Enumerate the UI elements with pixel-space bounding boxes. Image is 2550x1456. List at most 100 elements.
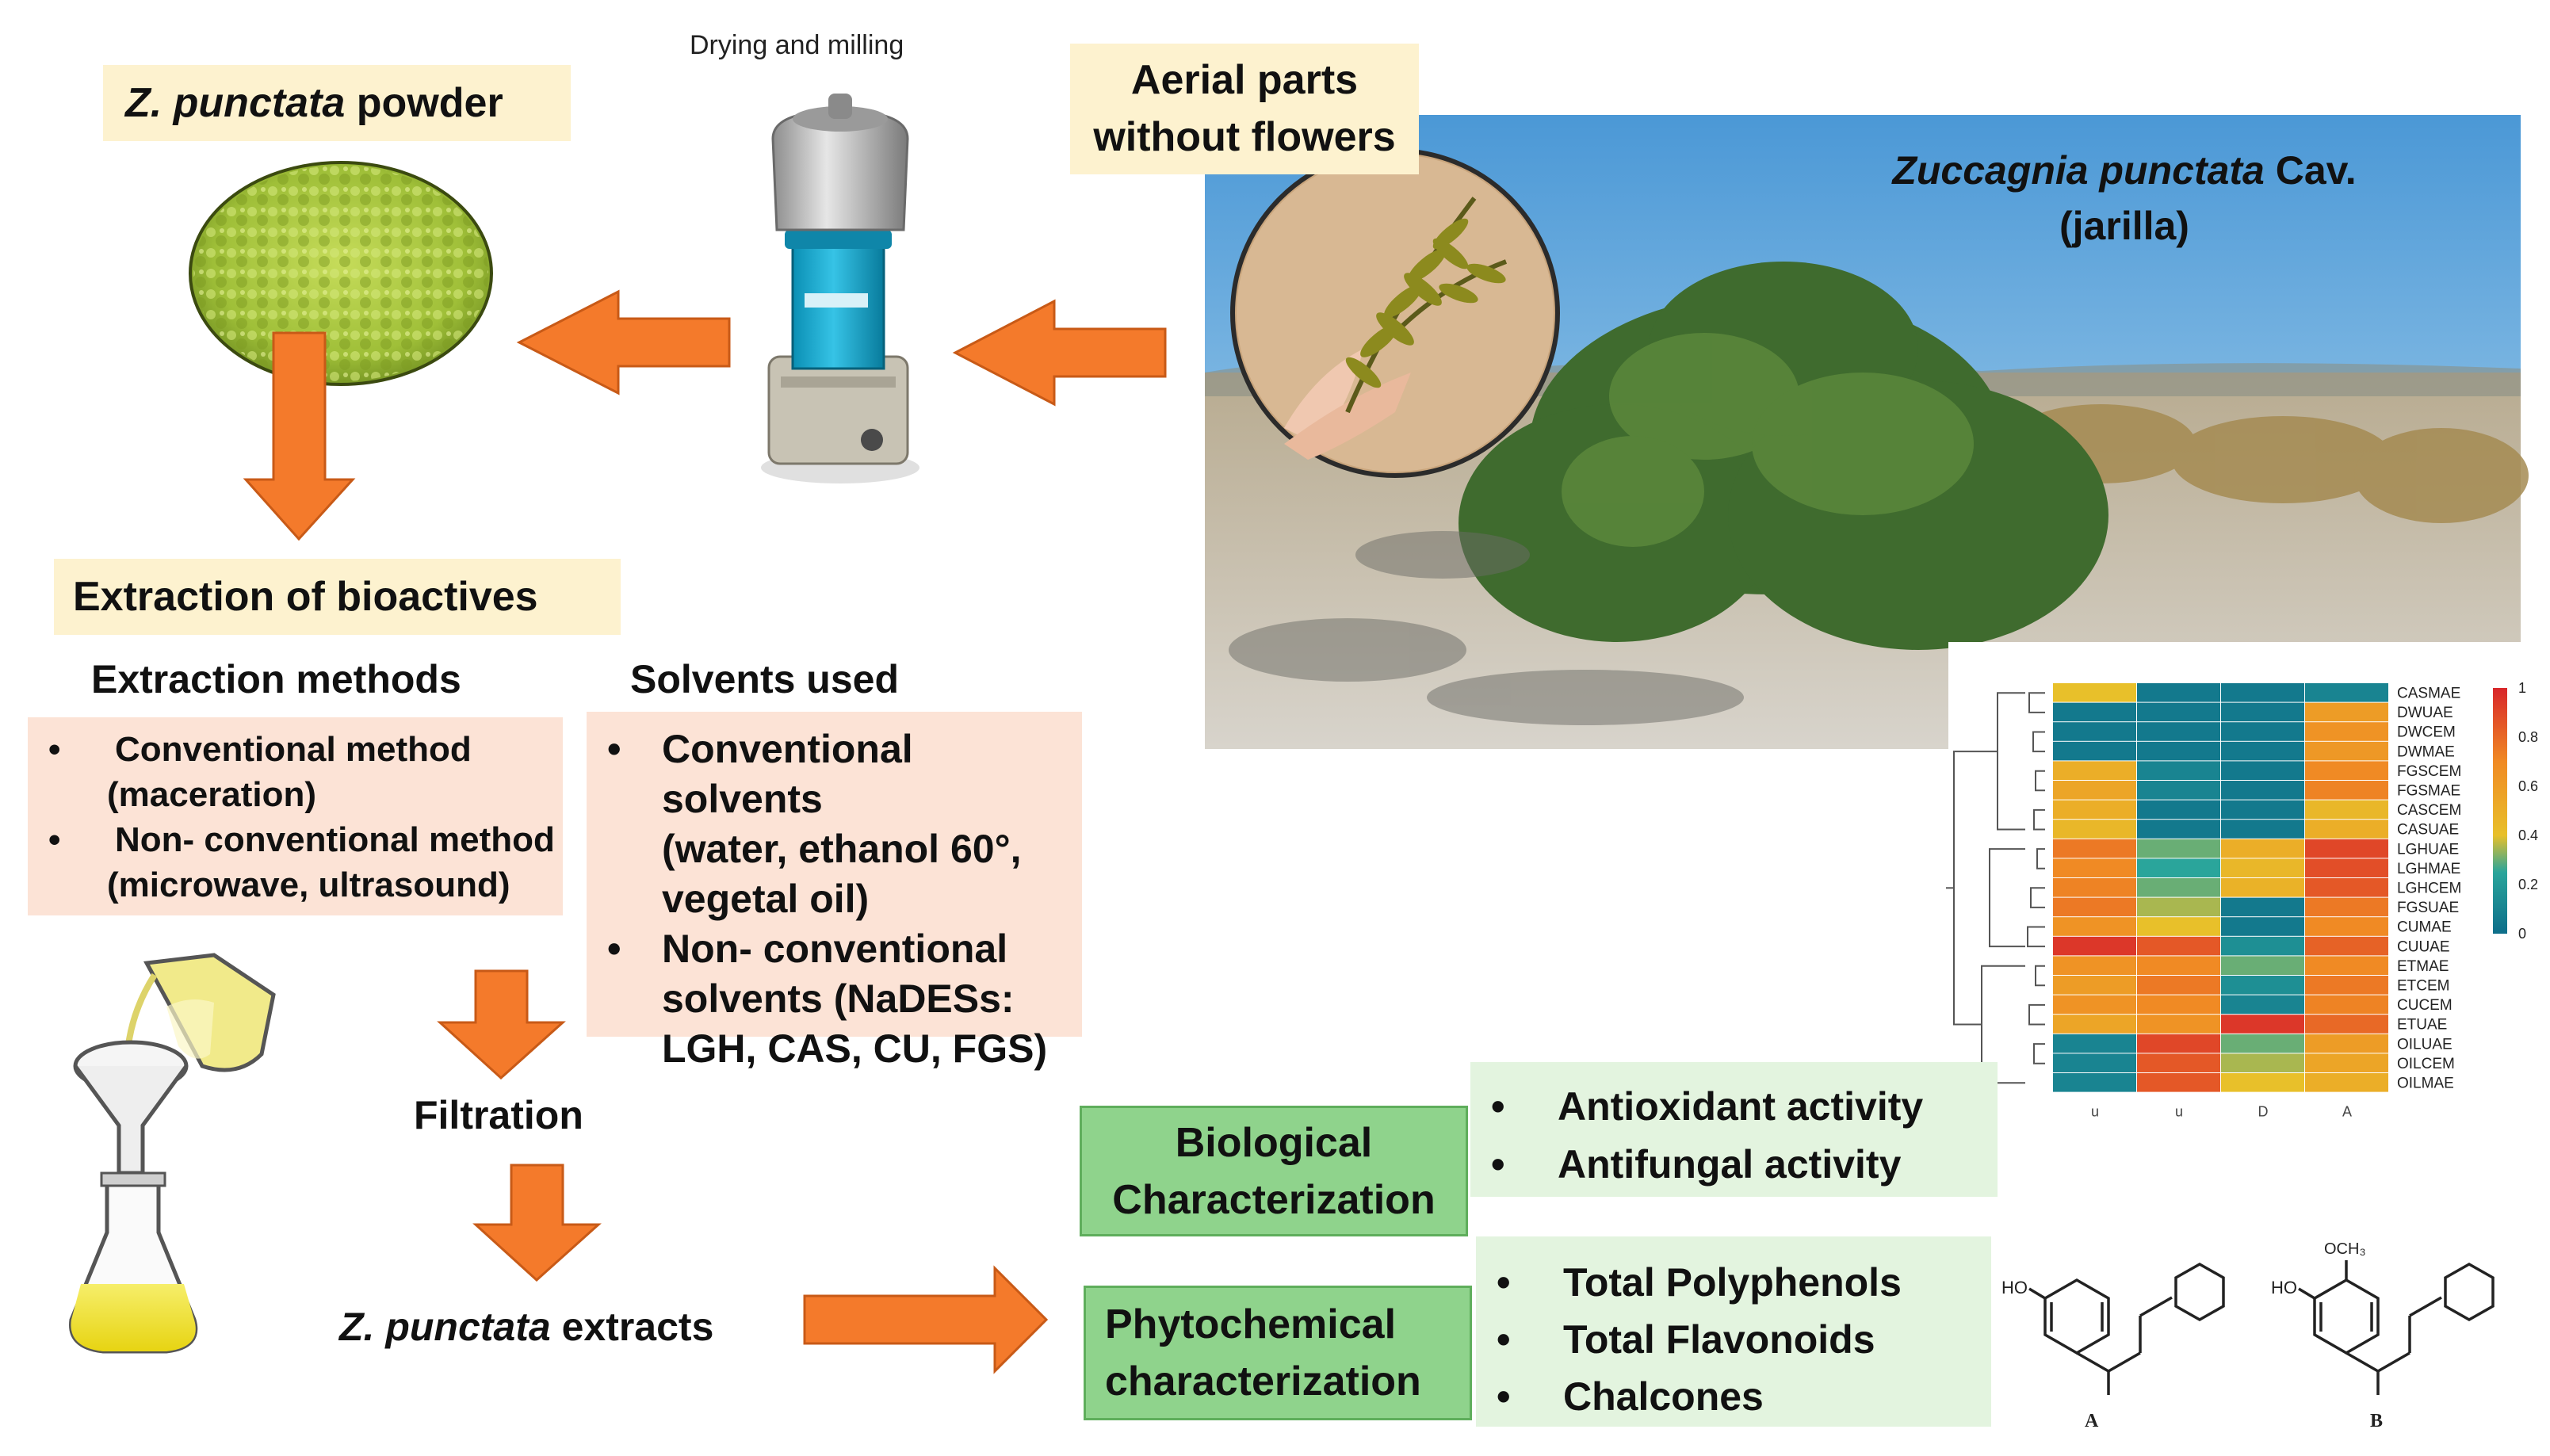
heatmap-row-label: OILCEM [2397, 1056, 2455, 1072]
heatmap-cell [2221, 761, 2304, 780]
heatmap-row-label: CASUAE [2397, 822, 2459, 839]
phyto-item-flavonoids: Total Flavonoids [1476, 1311, 1991, 1368]
heatmap-cell [2053, 800, 2136, 820]
heatmap-row-label: LGHCEM [2397, 880, 2461, 896]
heatmap-column-label: D [2258, 1104, 2269, 1120]
biological-item-antioxidant: Antioxidant activity [1470, 1078, 1998, 1136]
heatmap-cell [2305, 1053, 2388, 1072]
heatmap-cell [2053, 917, 2136, 936]
dendrogram-branch [1997, 692, 2025, 831]
heatmap-cell [2305, 858, 2388, 877]
heatmap-cell [2053, 722, 2136, 741]
heatmap-cell [2221, 1034, 2304, 1053]
aerial-line1: Aerial parts [1130, 57, 1359, 103]
heatmap-cell [2305, 956, 2388, 975]
method-1-line1: Conventional method [115, 730, 472, 769]
heatmap-cell [2221, 683, 2304, 702]
solvent-2-line1: Non- conventional [662, 927, 1008, 971]
heatmap-cell [2221, 800, 2304, 820]
heatmap-cell [2053, 702, 2136, 722]
heatmap-cell [2221, 897, 2304, 917]
phyto-item-chalcones: Chalcones [1476, 1368, 1991, 1425]
heatmap-cell [2137, 800, 2220, 820]
heatmap-cell [2221, 936, 2304, 956]
heatmap-cell [2305, 1034, 2388, 1053]
heatmap-row-label: OILMAE [2397, 1075, 2454, 1091]
heatmap-cell [2137, 878, 2220, 897]
heatmap-cell [2053, 761, 2136, 780]
heatmap-column-label: u [2091, 1104, 2099, 1120]
heatmap-row-label: DWMAE [2397, 743, 2455, 760]
aerial-parts-label: Aerial parts without flowers [1070, 44, 1419, 174]
heatmap-cell [2305, 781, 2388, 800]
heatmap-cell [2053, 878, 2136, 897]
heatmap-cell [2137, 976, 2220, 995]
powder-suffix: powder [345, 80, 503, 126]
heatmap-cell [2305, 683, 2388, 702]
biological-characterization-label: Biological Characterization [1080, 1106, 1468, 1236]
heatmap-cell [2137, 781, 2220, 800]
heatmap-cell [2137, 917, 2220, 936]
heatmap-cell [2053, 741, 2136, 761]
heatmap-cell [2221, 781, 2304, 800]
biological-line2: Characterization [1112, 1177, 1436, 1223]
chalcone-b-ho: HO [2271, 1278, 2297, 1297]
heatmap-cell [2053, 1053, 2136, 1072]
dendrogram-branch [2028, 692, 2045, 713]
heatmap-row-label: ETMAE [2397, 958, 2449, 975]
heatmap-row-label: CASCEM [2397, 802, 2461, 819]
dendrogram-branch [2030, 887, 2045, 908]
heatmap-row-label: CUUAE [2397, 938, 2450, 955]
heatmap-cell [2221, 858, 2304, 877]
heatmap-cell [2137, 1073, 2220, 1092]
arrow-down-to-extracts [472, 1164, 602, 1282]
dendrogram-branch [1989, 848, 2025, 948]
colorbar-tick-label: 0 [2518, 926, 2526, 942]
plant-name-label: Zuccagnia punctata Cav. (jarilla) [1847, 143, 2402, 254]
heatmap-cell [2305, 936, 2388, 956]
heatmap-cell [2305, 1073, 2388, 1092]
extracts-suffix: extracts [550, 1305, 714, 1349]
heatmap-row-label: DWCEM [2397, 724, 2456, 741]
plant-author: Cav. [2264, 148, 2357, 193]
heatmap-cell [2305, 917, 2388, 936]
solvent-2-line2: solvents (NaDESs: [662, 976, 1015, 1021]
heatmap-cell [2305, 976, 2388, 995]
filtration-label: Filtration [414, 1093, 583, 1137]
phytochemical-line2: characterization [1105, 1359, 1421, 1404]
heatmap-cell [2305, 722, 2388, 741]
heatmap-cell [2305, 995, 2388, 1015]
dendrogram-branch [2027, 926, 2045, 948]
heatmap-cell [2221, 1015, 2304, 1034]
heatmap-cell [2137, 897, 2220, 917]
method-2-line2: (microwave, ultrasound) [107, 866, 510, 904]
heatmap-cell [2137, 858, 2220, 877]
heatmap-row-label: ETCEM [2397, 977, 2450, 994]
biological-item-antifungal: Antifungal activity [1470, 1136, 1998, 1194]
phytochemical-items-box: Total Polyphenols Total Flavonoids Chalc… [1476, 1236, 1991, 1427]
heatmap-row-label: FGSUAE [2397, 900, 2459, 916]
biological-line1: Biological [1175, 1120, 1373, 1166]
heatmap-cell [2221, 956, 2304, 975]
heatmap-chart: CASMAEDWUAEDWCEMDWMAEFGSCEMFGSMAECASCEMC… [1946, 680, 2538, 1120]
heatmap-cell [2305, 702, 2388, 722]
heatmap-cell [2053, 1015, 2136, 1034]
chalcone-b-och3: OCH₃ [2324, 1240, 2366, 1258]
heatmap-row-label: CUMAE [2397, 919, 2452, 936]
heatmap-cell [2221, 1053, 2304, 1072]
heatmap-cell [2053, 995, 2136, 1015]
solvent-1-line3: vegetal oil) [662, 877, 870, 921]
method-item: Conventional method (maceration) [28, 727, 563, 817]
mill-icon [761, 94, 919, 483]
colorbar-tick-label: 1 [2518, 680, 2526, 696]
heatmap-column-label: A [2342, 1104, 2352, 1120]
plant-common-name: (jarilla) [2059, 204, 2189, 248]
plant-genus-species: Zuccagnia punctata [1892, 148, 2265, 193]
heatmap-cell [2137, 722, 2220, 741]
powder-species: Z. punctata [125, 80, 346, 126]
heatmap-cell [2053, 1073, 2136, 1092]
heatmap-row-label: OILUAE [2397, 1036, 2453, 1053]
leaf-closeup-photo [1230, 148, 1560, 478]
heatmap-column-label: u [2175, 1104, 2183, 1120]
